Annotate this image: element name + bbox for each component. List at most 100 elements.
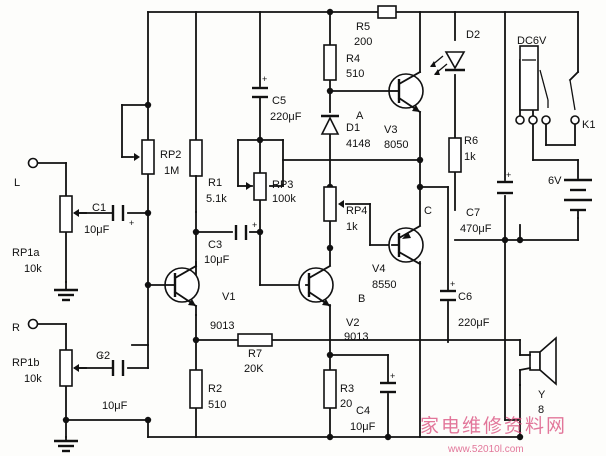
label-v2: V2	[346, 317, 359, 329]
watermark-text: 家电维修资料网	[420, 415, 567, 437]
label-r5: R5	[356, 21, 370, 33]
junction-dot	[326, 244, 334, 252]
label-r6: R6	[464, 135, 478, 147]
label-rp2: RP2	[160, 149, 181, 161]
junction-dot	[516, 236, 524, 244]
label-c7-value: 470μF	[460, 223, 492, 235]
svg-text:+: +	[262, 74, 267, 84]
junction-dot	[326, 351, 334, 359]
label-battery: 6V	[548, 175, 562, 187]
junction-dot	[62, 416, 70, 424]
label-r7-value: 20K	[244, 363, 264, 375]
label-rp3-value: 100k	[272, 193, 296, 205]
resistor-r6	[448, 137, 462, 173]
cap-c3: +	[234, 220, 257, 240]
label-rp2-value: 1M	[164, 165, 179, 177]
input-l-terminal	[27, 157, 39, 169]
label-rp1b-value: 10k	[24, 373, 42, 385]
junction-dot	[192, 336, 200, 344]
label-d1-value: 4148	[346, 138, 370, 150]
label-c4-value: 10μF	[350, 421, 376, 433]
watermark-url: www.52010l.com	[447, 444, 524, 455]
svg-text:+: +	[506, 170, 511, 180]
resistor-r5	[377, 5, 397, 19]
junction-dot	[384, 433, 392, 441]
svg-text:+: +	[129, 218, 134, 228]
label-v4: V4	[372, 263, 385, 275]
junction-dot	[326, 87, 334, 95]
label-r1: R1	[208, 177, 222, 189]
label-c3-value: 10μF	[204, 254, 230, 266]
label-v3: V3	[384, 124, 397, 136]
label-relay-coil: DC6V	[517, 35, 547, 47]
pot-rp3	[246, 172, 267, 201]
cap-c2: +	[99, 351, 125, 376]
transistor-v4	[388, 224, 424, 266]
pot-rp2	[134, 139, 155, 175]
resistor-r4	[323, 44, 337, 81]
junction-dot	[326, 433, 334, 441]
label-node-c: C	[424, 205, 432, 217]
label-rp1a-value: 10k	[24, 263, 42, 275]
label-c5: C5	[272, 95, 286, 107]
label-rp4: RP4	[346, 205, 367, 217]
label-d2: D2	[466, 29, 480, 41]
label-v1: V1	[222, 291, 235, 303]
svg-text:+: +	[390, 371, 395, 381]
label-v1-value: 9013	[210, 320, 234, 332]
label-v2-value: 9013	[344, 331, 368, 343]
cap-c6: +	[440, 279, 456, 302]
label-c6-value: 220μF	[458, 317, 490, 329]
label-c5-value: 220μF	[270, 111, 302, 123]
cap-c7: +	[497, 170, 513, 195]
svg-text:+: +	[252, 220, 257, 230]
pot-rp1b	[59, 349, 87, 387]
junction-dot	[144, 101, 152, 109]
svg-text:+: +	[450, 279, 455, 289]
label-c7: C7	[466, 207, 480, 219]
cap-c1: +	[111, 205, 134, 228]
label-r1-value: 5.1k	[206, 193, 227, 205]
label-rp1b: RP1b	[12, 357, 40, 369]
junction-dot	[256, 228, 264, 236]
label-input-l: L	[14, 177, 20, 189]
led-d2	[430, 51, 466, 75]
resistor-r7	[237, 333, 273, 347]
junction-dot	[501, 236, 509, 244]
cap-c5: +	[252, 74, 268, 99]
label-c6: C6	[458, 291, 472, 303]
cap-c4: +	[380, 371, 396, 394]
label-v3-value: 8050	[384, 139, 408, 151]
label-d1: D1	[346, 122, 360, 134]
pot-rp4	[323, 186, 344, 222]
component-labels: L R RP1a 10k RP1b 10k C1 10μF C2 10μF RP…	[12, 21, 595, 433]
label-rp4-value: 1k	[346, 221, 358, 233]
label-speaker: Y	[538, 389, 546, 401]
svg-text:+: +	[99, 351, 104, 361]
junction-dot	[144, 209, 152, 217]
label-c1-value: 10μF	[84, 224, 110, 236]
label-c1: C1	[92, 202, 106, 214]
junction-dot	[416, 183, 424, 191]
watermark: 家电维修资料网 www.52010l.com	[420, 415, 567, 455]
battery-6v	[564, 178, 592, 219]
ground-symbol	[54, 281, 78, 302]
label-node-b: B	[358, 293, 365, 305]
ground-symbol	[54, 436, 78, 453]
transistor-v3	[388, 70, 424, 114]
label-node-a: A	[356, 110, 364, 122]
transistor-v2	[298, 264, 334, 308]
junction-dot	[144, 416, 152, 424]
label-input-r: R	[12, 322, 20, 334]
resistor-r2	[189, 369, 203, 409]
wiring	[35, 11, 580, 438]
label-c2-value: 10μF	[102, 400, 128, 412]
transistor-v1	[147, 261, 200, 316]
label-c4: C4	[356, 405, 370, 417]
label-k1: K1	[582, 119, 595, 131]
label-r4-value: 510	[346, 68, 364, 80]
label-r3: R3	[340, 383, 354, 395]
label-r5-value: 200	[354, 36, 372, 48]
